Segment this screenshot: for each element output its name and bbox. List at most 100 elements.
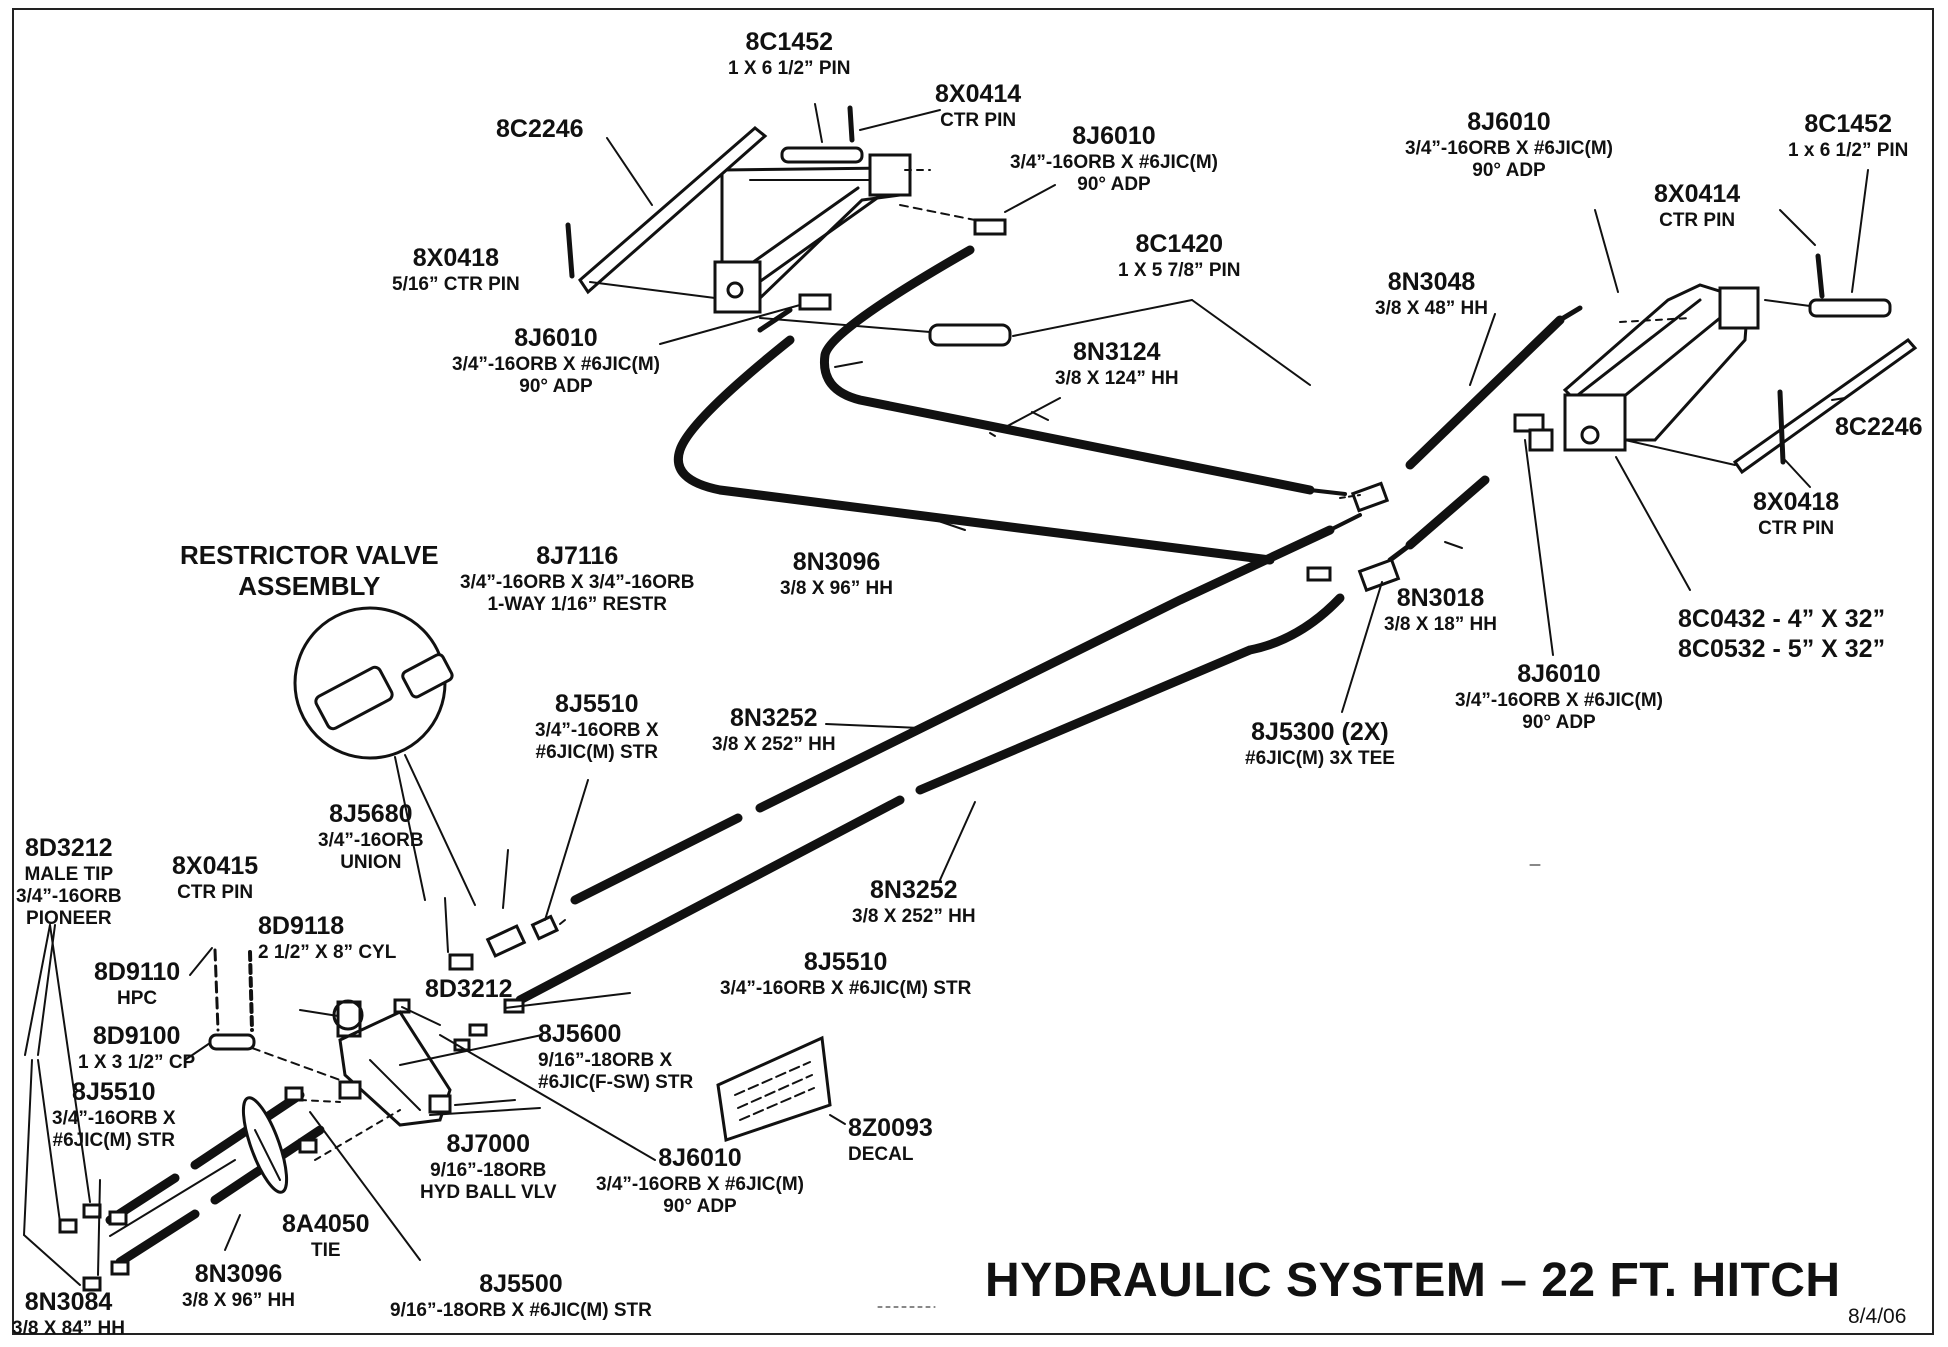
part-desc: 3/4”-16ORB X #6JIC(M) <box>452 353 661 375</box>
part-desc: 9/16”-18ORB X #6JIC(M) STR <box>390 1299 652 1321</box>
part-number: 8J5680 <box>329 800 413 828</box>
part-number: 8J6010 <box>1517 660 1601 688</box>
part-number: 8J6010 <box>1467 108 1551 136</box>
callout-8z0093: 8Z0093 DECAL <box>848 1114 933 1166</box>
part-desc: 3/8 X 96” HH <box>182 1289 295 1311</box>
restrictor-valve-assembly-label: RESTRICTOR VALVE ASSEMBLY <box>180 540 439 602</box>
callout-8j6010-right: 8J6010 3/4”-16ORB X #6JIC(M) 90° ADP <box>1455 660 1663 734</box>
part-desc: 3/4”-16ORB X #6JIC(M) <box>1010 151 1219 173</box>
part-desc: 1-WAY 1/16” RESTR <box>487 593 667 615</box>
callout-8x0418-left: 8X0418 5/16” CTR PIN <box>392 244 520 296</box>
callout-8c1452-right: 8C1452 1 x 6 1/2” PIN <box>1788 110 1908 162</box>
part-number: 8X0418 <box>1753 488 1840 516</box>
part-number: 8X0414 <box>1654 180 1741 208</box>
callout-8j6010-top: 8J6010 3/4”-16ORB X #6JIC(M) 90° ADP <box>1010 122 1218 196</box>
callout-8n3124: 8N3124 3/8 X 124” HH <box>1055 338 1179 390</box>
part-number: 8N3252 <box>730 704 818 732</box>
part-desc: 3/4”-16ORB X #6JIC(M) STR <box>720 977 972 999</box>
part-desc: 3/8 X 48” HH <box>1375 297 1488 319</box>
right-cylinder <box>1562 283 1760 452</box>
part-number: 8D9100 <box>92 1022 181 1050</box>
part-desc: 1 X 6 1/2” PIN <box>728 57 851 79</box>
part-desc: TIE <box>311 1239 341 1261</box>
part-desc: 3/4”-16ORB X <box>535 719 659 741</box>
part-desc: 1 X 3 1/2” CP <box>78 1051 196 1073</box>
part-desc: PIONEER <box>26 908 112 930</box>
part-desc: #6JIC(M) 3X TEE <box>1245 747 1395 769</box>
callout-8d9110: 8D9110 HPC <box>94 958 180 1010</box>
part-number: 8X0415 <box>172 852 259 880</box>
part-desc: UNION <box>340 851 402 873</box>
part-desc: 90° ADP <box>1522 711 1596 733</box>
callout-8c0432: 8C0432 - 4” X 32” 8C0532 - 5” X 32” <box>1678 605 1885 664</box>
part-number: 8J5510 <box>555 690 639 718</box>
callout-8j7000: 8J7000 9/16”-18ORB HYD BALL VLV <box>420 1130 557 1204</box>
part-number: 8D3212 <box>425 975 513 1003</box>
part-desc: 3/4”-16ORB X #6JIC(M) <box>1405 137 1614 159</box>
part-desc: DECAL <box>848 1143 914 1165</box>
part-desc: CTR PIN <box>1659 209 1736 231</box>
callout-8n3096-upper: 8N3096 3/8 X 96” HH <box>780 548 893 600</box>
part-desc: 1 X 5 7/8” PIN <box>1118 259 1241 281</box>
part-desc: CTR PIN <box>177 881 254 903</box>
inset-label-line1: RESTRICTOR VALVE <box>180 540 439 570</box>
callout-8x0415: 8X0415 CTR PIN <box>172 852 258 904</box>
part-desc: #6JIC(F-SW) STR <box>538 1071 694 1093</box>
callout-8d9100: 8D9100 1 X 3 1/2” CP <box>78 1022 195 1074</box>
callout-8x0418-right: 8X0418 CTR PIN <box>1753 488 1839 540</box>
callout-8c2246-right: 8C2246 <box>1835 413 1923 443</box>
part-desc: 90° ADP <box>1077 173 1151 195</box>
part-desc: 90° ADP <box>663 1195 737 1217</box>
callout-8d3212-tip: 8D3212 MALE TIP 3/4”-16ORB PIONEER <box>16 834 122 931</box>
callout-8d3212: 8D3212 <box>425 975 513 1005</box>
callout-8j5600: 8J5600 9/16”-18ORB X #6JIC(F-SW) STR <box>538 1020 693 1094</box>
callout-8j5300: 8J5300 (2X) #6JIC(M) 3X TEE <box>1245 718 1395 770</box>
part-number: 8J5510 <box>72 1078 156 1106</box>
part-number: 8N3124 <box>1073 338 1161 366</box>
callout-8c1420: 8C1420 1 X 5 7/8” PIN <box>1118 230 1241 282</box>
part-desc: 90° ADP <box>519 375 593 397</box>
part-number: 8J5600 <box>538 1020 622 1048</box>
part-number: 8A4050 <box>282 1210 370 1238</box>
callout-8j5510-mid: 8J5510 3/4”-16ORB X #6JIC(M) STR <box>720 948 971 1000</box>
inset-label-line2: ASSEMBLY <box>238 571 381 602</box>
part-number: 8C1452 <box>1804 110 1892 138</box>
callout-8n3084: 8N3084 3/8 X 84” HH <box>12 1288 125 1340</box>
callout-8c1452-left: 8C1452 1 X 6 1/2” PIN <box>728 28 851 80</box>
callout-8a4050: 8A4050 TIE <box>282 1210 370 1262</box>
part-number: 8J5510 <box>803 948 888 976</box>
callout-8c2246-left: 8C2246 <box>496 115 584 145</box>
part-desc: 3/4”-16ORB X #6JIC(M) <box>1455 689 1664 711</box>
part-desc: 3/4”-16ORB X #6JIC(M) <box>596 1173 805 1195</box>
callout-8j6010-lower: 8J6010 3/4”-16ORB X #6JIC(M) 90° ADP <box>596 1144 804 1218</box>
part-number: 8C1452 <box>745 28 834 56</box>
callout-8j6010-left: 8J6010 3/4”-16ORB X #6JIC(M) 90° ADP <box>452 324 660 398</box>
part-number: 8N3096 <box>792 548 881 576</box>
part-desc: 9/16”-18ORB <box>430 1159 547 1181</box>
part-number: 8J6010 <box>1072 122 1156 150</box>
part-number: 8J6010 <box>514 324 598 352</box>
part-desc: 3/4”-16ORB <box>16 885 122 907</box>
part-number: 8J5300 (2X) <box>1251 718 1389 746</box>
part-desc: 3/8 X 84” HH <box>12 1317 125 1339</box>
decal-8z0093 <box>716 1035 846 1142</box>
callout-8j6010-right-top: 8J6010 3/4”-16ORB X #6JIC(M) 90° ADP <box>1405 108 1613 182</box>
part-desc: 3/8 X 124” HH <box>1055 367 1179 389</box>
left-cylinder <box>713 153 931 314</box>
restrictor-valve-inset <box>293 606 476 906</box>
revision-date: 8/4/06 <box>1848 1305 1907 1328</box>
part-number: 8C2246 <box>1835 413 1923 441</box>
part-number: 8N3018 <box>1396 584 1485 612</box>
part-desc: HYD BALL VLV <box>420 1181 557 1203</box>
part-desc: 90° ADP <box>1472 159 1546 181</box>
callout-8j5510-lower: 8J5510 3/4”-16ORB X #6JIC(M) STR <box>52 1078 176 1152</box>
part-number: 8D9118 <box>258 912 345 940</box>
part-number: 8Z0093 <box>848 1114 933 1142</box>
part-number: 8N3084 <box>24 1288 113 1316</box>
part-desc: 3/8 X 252” HH <box>852 905 976 927</box>
part-desc: MALE TIP <box>24 863 114 885</box>
part-desc: 3/4”-16ORB <box>318 829 424 851</box>
part-number: 8C2246 <box>496 115 584 143</box>
diagram-title: HYDRAULIC SYSTEM – 22 FT. HITCH <box>985 1254 1841 1307</box>
callout-8n3018: 8N3018 3/8 X 18” HH <box>1384 584 1497 636</box>
